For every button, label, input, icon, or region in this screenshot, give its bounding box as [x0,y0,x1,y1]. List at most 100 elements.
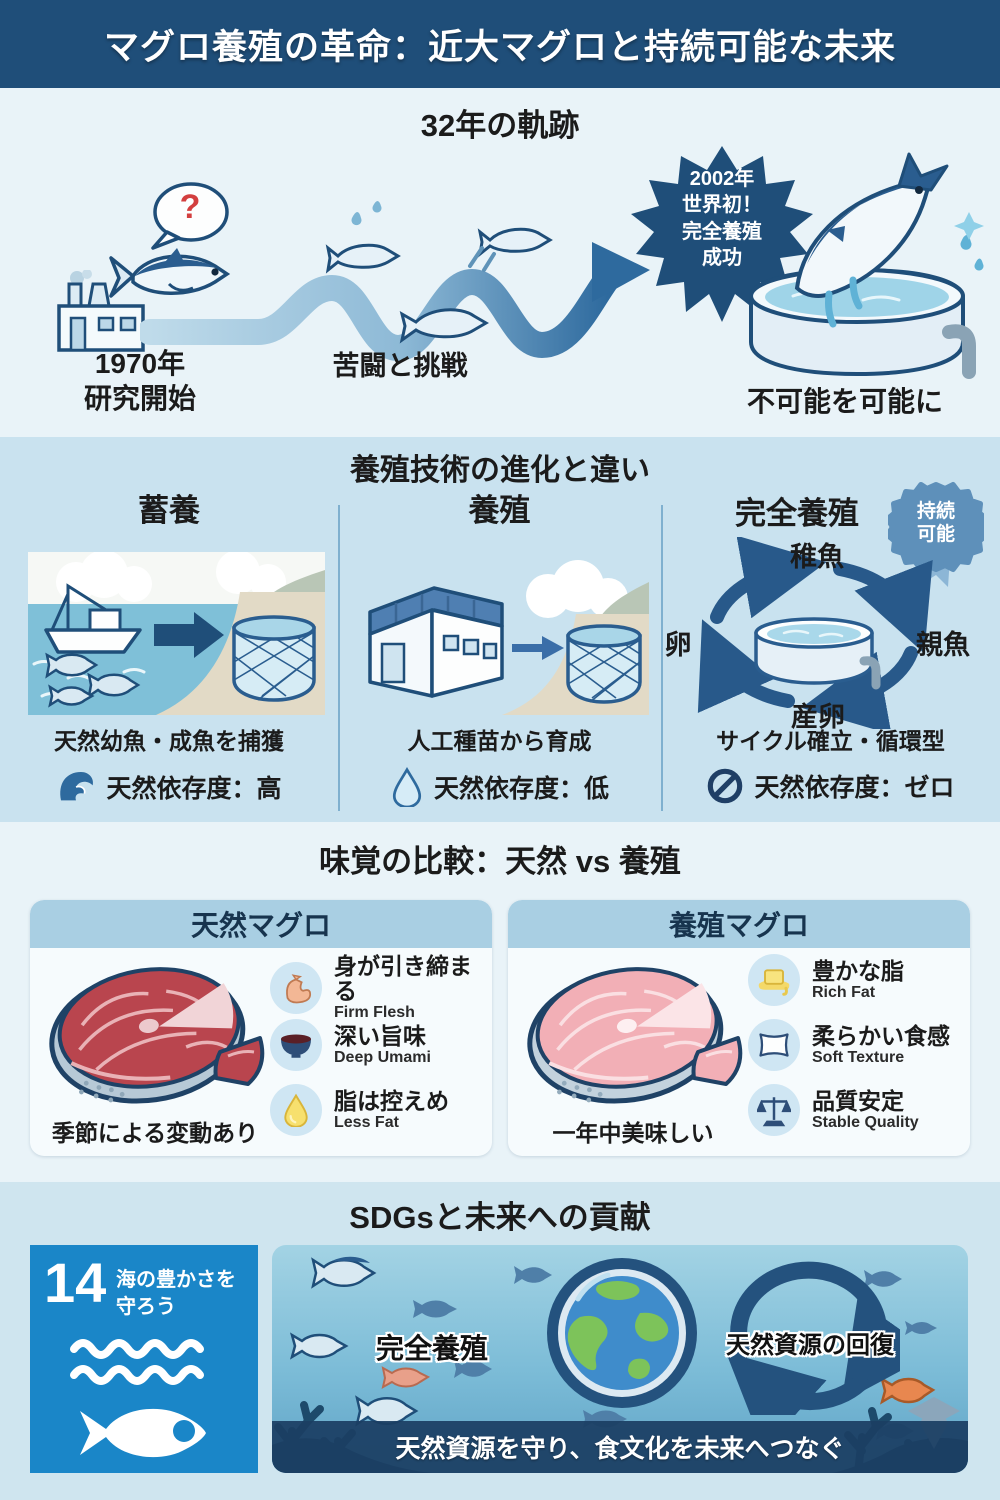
feature-jp: 脂は控えめ [334,1087,449,1114]
feature-en: Less Fat [334,1113,399,1131]
methods-title: 養殖技術の進化と違い [350,454,650,487]
method-3-caption: サイクル確立・循環型 [716,728,945,754]
method-2-name: 養殖 [468,493,531,528]
timeline-middle-label: 苦闘と挑戦 [332,351,468,381]
sdgs-title: SDGsと未来への貢献 [349,1200,651,1235]
feature-item: 脂は控えめ Less Fat [270,1084,449,1136]
net-cage-icon [566,624,642,704]
method-2-dependency: 天然依存度：低 [338,767,661,807]
feature-en: Soft Texture [812,1048,905,1066]
speech-bubble-icon [151,182,229,250]
tank-icon [749,267,976,379]
pipe-icon [942,324,976,379]
arrowhead [592,242,650,302]
methods-section: 養殖技術の進化と違い 蓄養 [0,437,1000,822]
cycle-arrow [801,646,918,729]
timeline-title: 32年の軌跡 [420,108,580,143]
ocean-label: 完全養殖 [375,1333,488,1364]
feature-en: Stable Quality [812,1113,919,1131]
wild-card-caption: 季節による変動あり [51,1120,259,1146]
wavy-arrow [140,201,650,362]
method-1-name: 蓄養 [138,493,200,528]
fish-icon [80,1408,206,1458]
burst-badge [631,146,813,322]
leaping-tuna-icon [794,152,949,328]
page-title: マグロ養殖の革命：近大マグロと持続可能な未来 [103,27,896,67]
column-divider [338,505,340,811]
method-3-dependency: 天然依存度：ゼロ [661,767,1000,805]
no-entry-icon [708,768,743,804]
feature-jp: 豊かな脂 [812,957,904,984]
sdg14-card: 14 海の豊かさを 守ろう [30,1245,258,1473]
feature-jp: 深い旨味 [334,1022,426,1049]
farmed-card-header: 養殖マグロ [508,900,970,948]
taste-title: 味覚の比較：天然 vs 養殖 [319,844,681,879]
method-2-caption: 人工種苗から育成 [407,728,592,754]
timeline-section: 32年の軌跡 ? [0,88,1000,437]
wild-tuna-card: 天然マグロ 季節による変動あり 身が引き締ま [30,900,492,1156]
feature-en: Rich Fat [812,983,876,1001]
jumping-tuna-scene [749,152,984,379]
sustainable-badge-text: 持続 可能 [916,501,955,545]
muscle-icon [270,962,322,1014]
scale-icon [748,1084,800,1136]
cloud-icon [56,552,286,602]
cycle-arrow [697,619,795,714]
bowl-icon [270,1019,322,1071]
wild-tuna-steak [49,967,265,1104]
method-1-caption: 天然幼魚・成魚を捕獲 [54,728,284,754]
feature-jp: 品質安定 [812,1087,904,1114]
arrow-icon [512,636,564,660]
tuna-question-icon [109,182,231,298]
farmed-card-caption: 一年中美味しい [552,1120,714,1146]
feature-item: 品質安定 Stable Quality [748,1084,919,1136]
feature-item: 深い旨味 Deep Umami [270,1019,431,1071]
splash-droplets [351,201,496,272]
question-mark: ? [179,188,201,226]
farmed-tuna-card: 養殖マグロ 一年中美味しい 豊かな脂 [508,900,970,1156]
butter-icon [748,954,800,1006]
capture-scene [28,552,325,715]
house-icon [368,586,504,698]
fish-icon [45,652,141,708]
fish-icon [289,1257,419,1427]
cycle-label-juvenile: 稚魚 [790,542,844,572]
globe-icon [547,1258,697,1408]
ocean-panel: 完全養殖 天然資源の回復 天然資源を守り、食文化を未来へつなぐ [272,1245,968,1473]
cycle-arrow [710,537,827,624]
feature-jp: 身が引き締まる [334,953,472,1004]
sdgs-section: SDGsと未来への貢献 14 海の豊かさを 守ろう [0,1182,1000,1500]
timeline-start-label: 1970年 研究開始 [83,348,196,414]
ocean-footer-text: 天然資源を守り、食文化を未来へつなぐ [395,1435,845,1463]
feature-en: Firm Flesh [334,1004,415,1021]
method-3-name: 完全養殖 [735,496,859,531]
tuna-icon [109,248,231,298]
arrow-icon [154,612,224,658]
droplet-icon [392,767,422,807]
cycle-label-parent: 親魚 [916,630,970,660]
pillow-icon [748,1019,800,1071]
column-divider [661,505,663,811]
hatchery-scene [368,560,649,715]
cycle-label-egg: 卵 [664,630,692,660]
header-banner: マグロ養殖の革命：近大マグロと持続可能な未来 [0,0,1000,88]
struggling-fish-icon [325,227,553,344]
taste-section: 味覚の比較：天然 vs 養殖 天然マグロ 季節による変動あり [0,822,1000,1182]
feature-en: Deep Umami [334,1048,431,1066]
timeline-end-label: 不可能を可能に [746,386,943,417]
cycle-label-spawning: 産卵 [791,702,845,732]
cycle-arrow [833,559,933,654]
wild-card-header: 天然マグロ [30,900,492,948]
tank-icon [754,617,881,690]
farmed-tuna-steak [527,967,743,1104]
boat-icon [44,583,142,654]
feature-item: 身が引き締まる Firm Flesh [270,954,492,1022]
recycle-arrows-icon [725,1261,900,1415]
net-cage-icon [232,615,316,702]
sdg-goal-label: 海の豊かさを 守ろう [116,1269,236,1318]
method-1-dependency: 天然依存度：高 [0,767,338,807]
feature-jp: 柔らかい食感 [812,1022,950,1049]
feature-item: 柔らかい食感 Soft Texture [748,1019,950,1071]
sdg-goal-number: 14 [44,1251,107,1314]
